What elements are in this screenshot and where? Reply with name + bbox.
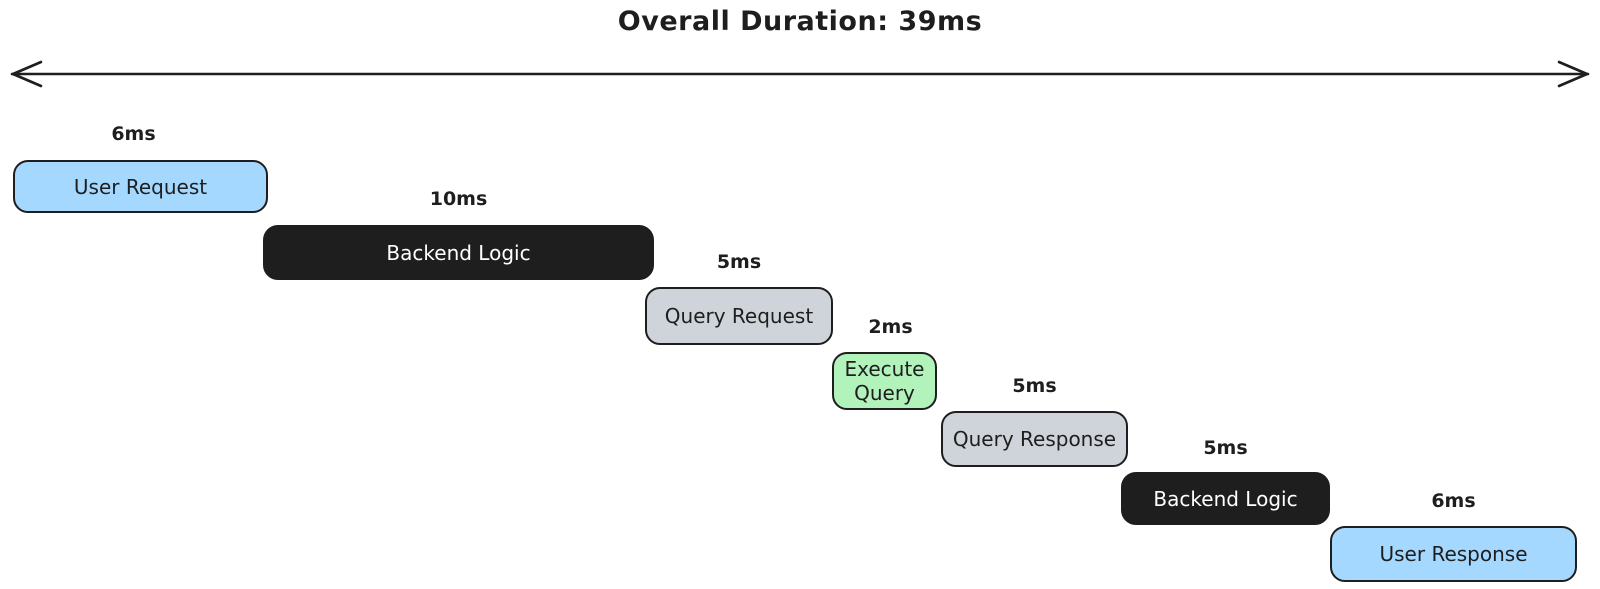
overall-duration-arrow: [10, 60, 1590, 88]
task-label: Query Request: [664, 304, 814, 328]
duration-label-backend-logic-1: 10ms: [429, 188, 488, 210]
arrowhead-right-icon: [1557, 60, 1589, 88]
arrowhead-left-icon: [11, 60, 43, 88]
task-label: User Response: [1379, 542, 1528, 566]
duration-label-query-request: 5ms: [716, 251, 762, 273]
task-label: Query Response: [952, 427, 1117, 451]
task-box-query-request: Query Request: [645, 287, 833, 345]
task-box-user-response: User Response: [1330, 526, 1577, 582]
task-label: Backend Logic: [386, 240, 531, 265]
task-box-query-response: Query Response: [941, 411, 1128, 467]
task-box-execute-query: Execute Query: [832, 352, 937, 410]
duration-label-user-request: 6ms: [111, 123, 156, 145]
duration-label-backend-logic-2: 5ms: [1203, 437, 1248, 459]
duration-label-execute-query: 2ms: [868, 316, 913, 338]
task-box-backend-logic-2: Backend Logic: [1121, 472, 1330, 525]
task-label: Backend Logic: [1153, 486, 1298, 511]
duration-label-user-response: 6ms: [1431, 490, 1476, 512]
task-label: Execute Query: [844, 357, 925, 405]
task-label: User Request: [73, 174, 208, 199]
task-box-backend-logic-1: Backend Logic: [263, 225, 654, 280]
diagram-title: Overall Duration: 39ms: [617, 6, 983, 37]
duration-label-query-response: 5ms: [1012, 375, 1057, 397]
task-box-user-request: User Request: [13, 160, 268, 213]
